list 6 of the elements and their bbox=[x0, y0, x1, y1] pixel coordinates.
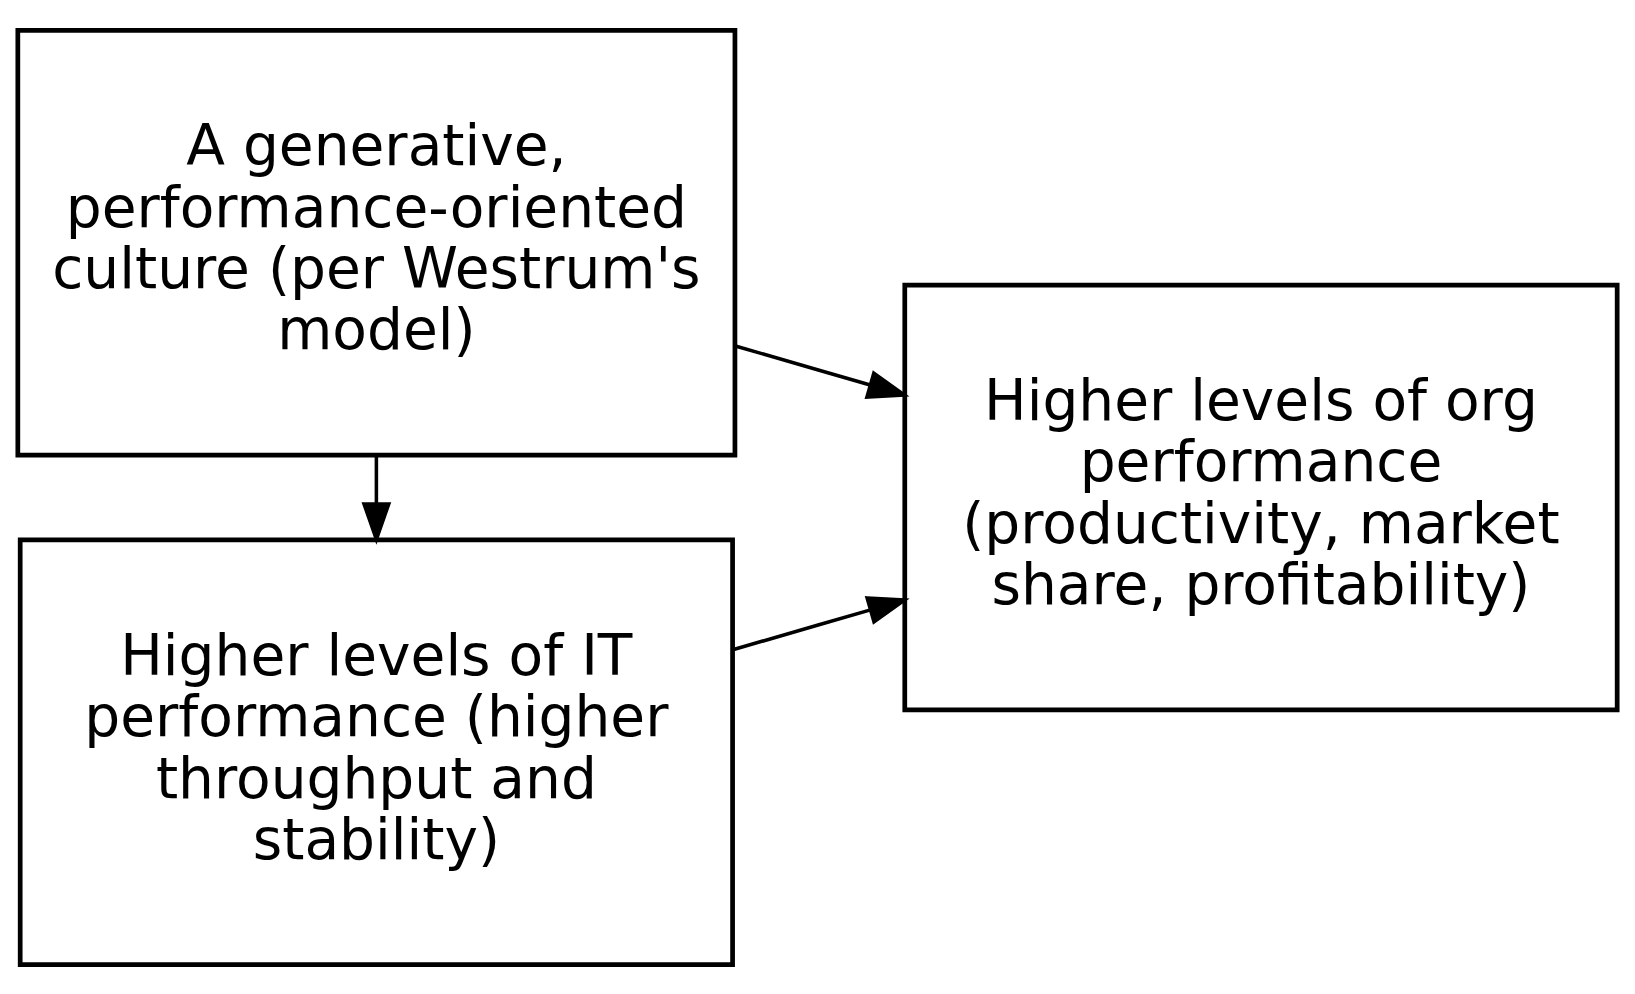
arrow bbox=[734, 343, 910, 399]
node-box: Higher levels of IT performance (higher throughput and stability) bbox=[17, 537, 735, 967]
node-box: Higher levels of org performance (productivity, market share, profitability) bbox=[902, 282, 1620, 712]
arrow bbox=[732, 595, 910, 651]
node-box: A generative, performance-oriented culture (per Westrum's model) bbox=[15, 27, 738, 457]
arrow bbox=[361, 455, 392, 545]
